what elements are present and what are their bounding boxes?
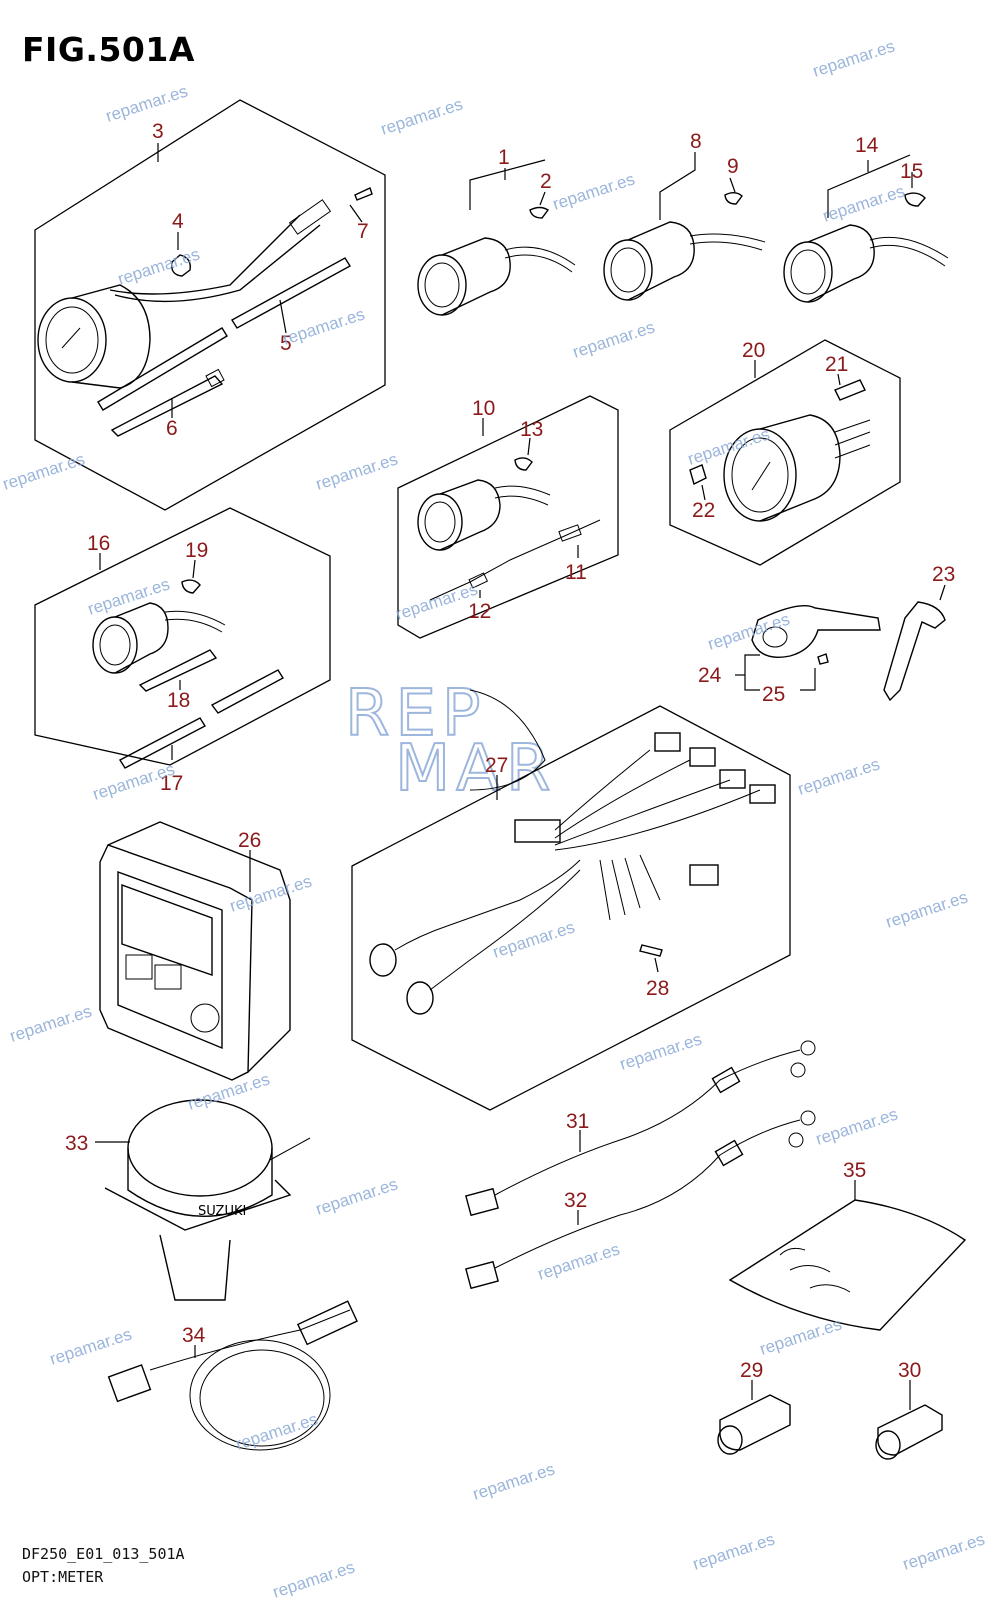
cable-34: 34	[107, 1300, 358, 1451]
part-label-21: 21	[825, 353, 848, 376]
gauge-8: 8 9	[603, 130, 766, 301]
part-label-30: 30	[898, 1359, 921, 1382]
svg-text:repamar.es: repamar.es	[185, 1069, 272, 1113]
part-label-12: 12	[468, 600, 491, 623]
part-label-20: 20	[742, 339, 765, 362]
part-label-9: 9	[727, 155, 739, 178]
part-label-18: 18	[167, 689, 190, 712]
part-label-31: 31	[566, 1110, 589, 1133]
sensor-label: SUZUKI	[198, 1204, 246, 1219]
part-label-7: 7	[357, 220, 369, 243]
part-label-27: 27	[485, 754, 508, 777]
svg-text:repamar.es: repamar.es	[690, 1529, 777, 1573]
svg-text:repamar.es: repamar.es	[470, 1459, 557, 1503]
part-label-13: 13	[520, 418, 543, 441]
svg-text:repamar.es: repamar.es	[550, 169, 637, 213]
svg-text:repamar.es: repamar.es	[90, 759, 177, 803]
part-label-22: 22	[692, 499, 715, 522]
display-26: 26	[99, 821, 291, 1081]
svg-text:repamar.es: repamar.es	[795, 754, 882, 798]
part-label-25: 25	[762, 683, 785, 706]
gauge-1: 1 2	[417, 146, 576, 316]
svg-text:repamar.es: repamar.es	[883, 887, 970, 931]
part-label-32: 32	[564, 1189, 587, 1212]
bulb-4	[171, 254, 191, 277]
svg-text:repamar.es: repamar.es	[0, 449, 87, 493]
part-label-17: 17	[160, 772, 183, 795]
svg-text:repamar.es: repamar.es	[227, 871, 314, 915]
svg-text:repamar.es: repamar.es	[103, 81, 190, 125]
svg-text:repamar.es: repamar.es	[47, 1324, 134, 1368]
gauge-14: 14 15	[783, 134, 949, 303]
part-group-27: 27 28	[351, 705, 791, 1111]
svg-text:MAR: MAR	[395, 732, 556, 806]
svg-text:repamar.es: repamar.es	[7, 1001, 94, 1045]
part-label-15: 15	[900, 160, 923, 183]
svg-text:repamar.es: repamar.es	[810, 36, 897, 80]
screw-7	[354, 187, 373, 201]
part-group-10: 10 13 11 12	[397, 395, 619, 639]
part-label-1: 1	[498, 146, 510, 169]
svg-text:repamar.es: repamar.es	[313, 1174, 400, 1218]
svg-text:repamar.es: repamar.es	[115, 244, 202, 288]
footer-code: DF250_E01_013_501A	[22, 1545, 185, 1563]
part-label-28: 28	[646, 977, 669, 1000]
watermark-logo: REP MAR	[344, 676, 556, 807]
part-group-3: 3 4 7 5 6	[34, 99, 386, 511]
svg-text:repamar.es: repamar.es	[270, 1557, 357, 1600]
svg-text:repamar.es: repamar.es	[313, 449, 400, 493]
svg-text:repamar.es: repamar.es	[570, 317, 657, 361]
svg-text:repamar.es: repamar.es	[813, 1104, 900, 1148]
gauge-3	[37, 199, 332, 389]
part-label-8: 8	[690, 130, 702, 153]
figure-title: FIG.501A	[22, 30, 195, 69]
part-group-20: 20 21 22	[669, 339, 901, 566]
svg-text:repamar.es: repamar.es	[685, 424, 772, 468]
bag-35: 35	[728, 1159, 967, 1331]
part-label-14: 14	[855, 134, 879, 157]
svg-text:repamar.es: repamar.es	[490, 917, 577, 961]
connector-29: 29	[717, 1359, 791, 1455]
part-label-35: 35	[843, 1159, 866, 1182]
part-label-16: 16	[87, 532, 110, 555]
part-label-4: 4	[172, 210, 184, 233]
svg-text:repamar.es: repamar.es	[280, 304, 367, 348]
part-label-23: 23	[932, 563, 955, 586]
svg-text:repamar.es: repamar.es	[378, 94, 465, 138]
gps-sensor-33: SUZUKI 33	[65, 1099, 311, 1301]
connector-30: 30	[875, 1359, 943, 1460]
tube-5	[97, 257, 351, 411]
watermark-layer: repamar.es repamar.es repamar.es repamar…	[0, 36, 987, 1600]
svg-text:repamar.es: repamar.es	[233, 1409, 320, 1453]
part-label-5: 5	[280, 332, 292, 355]
part-label-34: 34	[182, 1324, 206, 1347]
part-label-29: 29	[740, 1359, 763, 1382]
part-label-2: 2	[540, 170, 552, 193]
part-label-26: 26	[238, 829, 261, 852]
tie-6	[110, 375, 224, 437]
part-label-10: 10	[472, 397, 495, 420]
svg-text:REP: REP	[345, 677, 487, 751]
part-group-16: 16 19 18 17	[34, 507, 331, 795]
svg-text:repamar.es: repamar.es	[757, 1314, 844, 1358]
svg-text:repamar.es: repamar.es	[535, 1239, 622, 1283]
part-label-3: 3	[152, 120, 164, 143]
footer-section: OPT:METER	[22, 1568, 104, 1586]
part-label-19: 19	[185, 539, 208, 562]
svg-text:repamar.es: repamar.es	[617, 1029, 704, 1073]
part-label-11: 11	[565, 561, 587, 584]
part-label-6: 6	[166, 417, 178, 440]
harness-31: 31	[465, 1040, 816, 1217]
part-label-33: 33	[65, 1132, 88, 1155]
harness-32: 32	[465, 1110, 816, 1290]
svg-text:repamar.es: repamar.es	[705, 609, 792, 653]
part-label-24: 24	[698, 664, 722, 687]
part-group-23-24-25: 23 24 25	[698, 563, 955, 706]
svg-text:repamar.es: repamar.es	[900, 1529, 987, 1573]
